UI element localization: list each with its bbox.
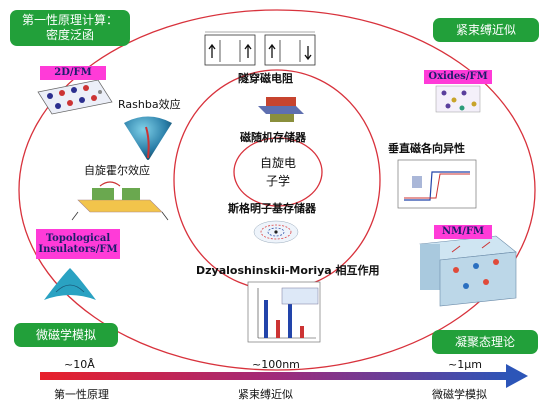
pma-chart-illustration [397,159,477,209]
scale-arrow-shaft [40,372,510,380]
inner-ring [233,137,323,207]
condensed-matter-box: 凝聚态理论 [432,330,538,354]
tag-oxides-fm: Oxides/FM [424,70,492,84]
tag-nm-fm: NM/FM [434,225,492,239]
dmi-chart-illustration [247,281,321,343]
tight-binding-box: 紧束缚近似 [433,18,539,42]
nm-fm-structure-illustration [419,235,517,307]
oxide-crystal-illustration [435,85,481,113]
rashba-cone-illustration [124,116,172,160]
method-first-principles: 第一性原理 [54,388,109,401]
label-perpendicular-anisotropy: 垂直磁各向异性 [388,142,465,155]
topological-surface-illustration [44,268,96,300]
scale-marker-angstrom: ~10Å [64,358,95,371]
label-skyrmion-memory: 斯格明子基存储器 [228,202,316,215]
label-dmi: Dzyaloshinskii-Moriya 相互作用 [196,264,380,277]
label-rashba-effect: Rashba效应 [118,98,181,111]
first-principles-box: 第一性原理计算： 密度泛函 [10,10,130,46]
method-micromagnetics: 微磁学模拟 [432,388,487,401]
label-tunnel-magnetoresistance: 隧穿磁电阻 [238,72,293,85]
tmr-device-illustration [204,31,316,66]
label-mram: 磁随机存储器 [240,131,306,144]
scale-marker-1um: ~1μm [448,358,482,371]
scale-arrow-head [506,364,528,388]
micromagnetics-box: 微磁学模拟 [14,323,118,347]
scale-marker-100nm: ~100nm [252,358,300,371]
outer-ring [18,9,536,371]
crystal-lattice-illustration [37,79,113,115]
label-spintronics-center: 自旋电 子学 [259,156,296,188]
tag-2d-fm: 2D/FM [40,66,106,80]
skyrmion-illustration [253,220,299,244]
method-tight-binding: 紧束缚近似 [238,388,293,401]
mram-chip-illustration [258,97,304,122]
label-spin-hall-effect: 自旋霍尔效应 [84,164,150,177]
tag-topological-insulators: Topological Insulators/FM [36,229,120,259]
spin-hall-device-illustration [71,181,169,221]
